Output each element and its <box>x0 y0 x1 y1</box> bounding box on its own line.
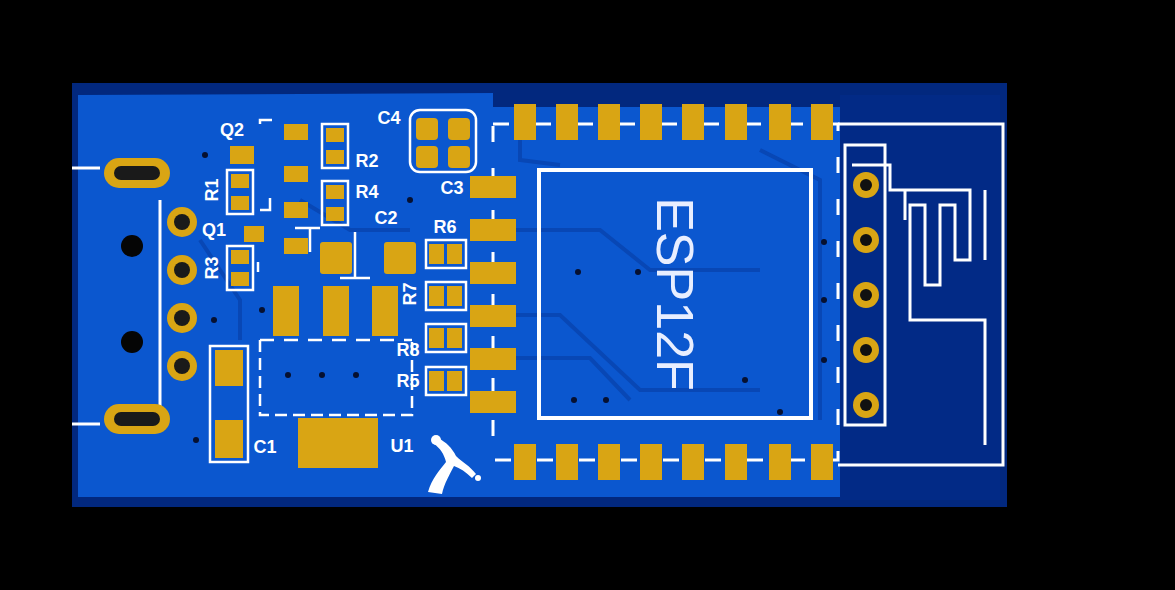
board <box>72 83 1007 507</box>
reference-designator: R1 <box>203 178 221 201</box>
traces <box>200 120 820 420</box>
reference-designator: C4 <box>377 109 400 127</box>
reference-designator: R5 <box>396 372 419 390</box>
esp-module <box>470 104 838 480</box>
reference-designator: C3 <box>440 179 463 197</box>
reference-designator: Q1 <box>202 221 226 239</box>
reference-designator: R4 <box>355 183 378 201</box>
antenna <box>838 124 1003 465</box>
antenna-keepout <box>840 95 1000 500</box>
usb-outline <box>72 168 160 424</box>
reference-designator: C2 <box>374 209 397 227</box>
component-outlines <box>210 110 476 462</box>
reference-designator: R6 <box>433 218 456 236</box>
usb-pads <box>104 158 197 434</box>
module-name: ESP12F <box>645 197 705 391</box>
reference-designator: C1 <box>253 438 276 456</box>
smd-pads <box>215 118 470 468</box>
module-outline: ESP12F <box>537 168 813 420</box>
copper-pour <box>78 93 840 497</box>
reference-designator: U1 <box>390 437 413 455</box>
logo <box>428 435 481 494</box>
reference-designator: R3 <box>203 256 221 279</box>
reference-designator: R7 <box>401 282 419 305</box>
reference-designator: R8 <box>396 341 419 359</box>
reference-designator: Q2 <box>220 121 244 139</box>
vias <box>193 152 827 443</box>
reference-designator: R2 <box>355 152 378 170</box>
